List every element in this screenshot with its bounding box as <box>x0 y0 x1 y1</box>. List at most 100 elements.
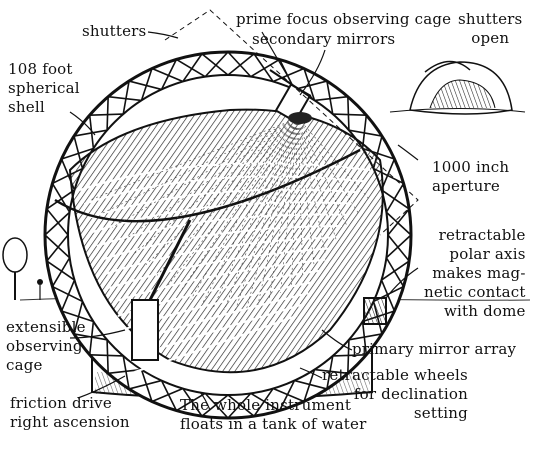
mirror-rib <box>88 188 359 219</box>
truss-strut <box>44 234 71 259</box>
light-ray <box>268 117 299 300</box>
truss-strut <box>61 310 94 323</box>
truss-strut <box>151 67 184 83</box>
light-ray <box>89 117 299 201</box>
light-ray <box>297 117 304 276</box>
mirror-rib <box>134 314 298 373</box>
aperture-bracket <box>164 9 419 236</box>
truss-strut <box>227 51 252 78</box>
truss-strut <box>204 392 229 419</box>
mirror-rib <box>109 247 331 289</box>
truss-strut <box>89 354 124 357</box>
truss-strut <box>326 355 334 390</box>
light-ray <box>257 117 299 305</box>
truss-strut <box>387 208 410 236</box>
truss-strut <box>128 80 162 91</box>
truss-strut <box>106 339 109 374</box>
light-ray <box>156 117 299 276</box>
truss-strut <box>227 394 255 417</box>
truss-strut <box>204 51 229 78</box>
light-ray <box>168 117 299 285</box>
truss-strut <box>182 388 203 417</box>
truss-strut <box>250 58 280 78</box>
polar-axis-contact <box>363 297 387 325</box>
truss-strut <box>151 387 184 403</box>
truss-strut <box>326 80 334 115</box>
truss-strut <box>176 392 206 412</box>
truss-strut <box>60 279 76 312</box>
light-ray <box>179 117 299 294</box>
truss-strut <box>73 129 108 137</box>
truss-strut <box>348 333 383 341</box>
light-rays <box>89 117 371 310</box>
light-ray <box>297 117 371 201</box>
truss-strut <box>380 158 396 191</box>
light-ray <box>297 117 348 228</box>
light-ray <box>235 117 299 310</box>
light-ray <box>134 117 299 254</box>
truss-strut <box>44 211 71 236</box>
mirror-rib <box>113 258 326 303</box>
truss-strut <box>128 379 162 390</box>
truss-strut <box>250 392 280 412</box>
truss-strut <box>140 68 153 101</box>
truss-strut <box>332 113 367 116</box>
light-ray <box>123 117 299 241</box>
truss-strut <box>278 380 296 411</box>
truss-strut <box>122 355 130 390</box>
truss-strut <box>88 321 95 355</box>
truss-strut <box>348 129 383 137</box>
truss-strut <box>385 234 412 259</box>
truss-strut <box>347 339 350 374</box>
label-leaders <box>69 31 419 411</box>
truss-strut <box>253 53 274 82</box>
truss-strut <box>303 369 316 402</box>
truss-strut <box>140 369 153 402</box>
truss-strut <box>61 147 94 160</box>
label-shutters: shutters <box>82 22 147 40</box>
mirror-rib <box>96 213 348 247</box>
truss-strut <box>385 183 405 213</box>
truss-strut <box>88 115 95 149</box>
label-secondary-mirrors: secondary mirrors <box>252 30 396 48</box>
tree-scale <box>2 237 43 300</box>
truss-strut <box>361 115 368 149</box>
truss-strut <box>46 234 69 262</box>
truss-strut <box>46 260 75 281</box>
truss-strut <box>227 53 255 76</box>
extensible-observing-cage <box>131 219 192 361</box>
truss-strut <box>160 59 178 90</box>
truss-strut <box>106 96 109 131</box>
truss-strut <box>347 96 350 131</box>
mirror-rib <box>100 225 343 261</box>
truss-strut <box>272 67 305 83</box>
light-ray <box>297 117 360 214</box>
truss-strut <box>227 392 252 419</box>
truss-strut <box>46 189 75 210</box>
truss-strut <box>52 285 83 303</box>
truss-strut <box>108 95 142 102</box>
truss-strut <box>89 113 124 116</box>
truss-strut <box>314 95 348 102</box>
truss-strut <box>314 368 348 375</box>
truss-strut <box>294 379 328 390</box>
truss-strut <box>332 354 367 357</box>
truss-strut <box>176 58 206 78</box>
shutters-open-inset <box>389 60 526 115</box>
truss-strut <box>108 368 142 375</box>
truss-strut <box>387 234 410 262</box>
truss-strut <box>46 208 69 236</box>
light-ray <box>112 117 299 228</box>
light-ray <box>280 117 299 293</box>
truss-strut <box>182 53 203 82</box>
light-ray <box>297 117 337 241</box>
truss-strut <box>381 260 410 281</box>
